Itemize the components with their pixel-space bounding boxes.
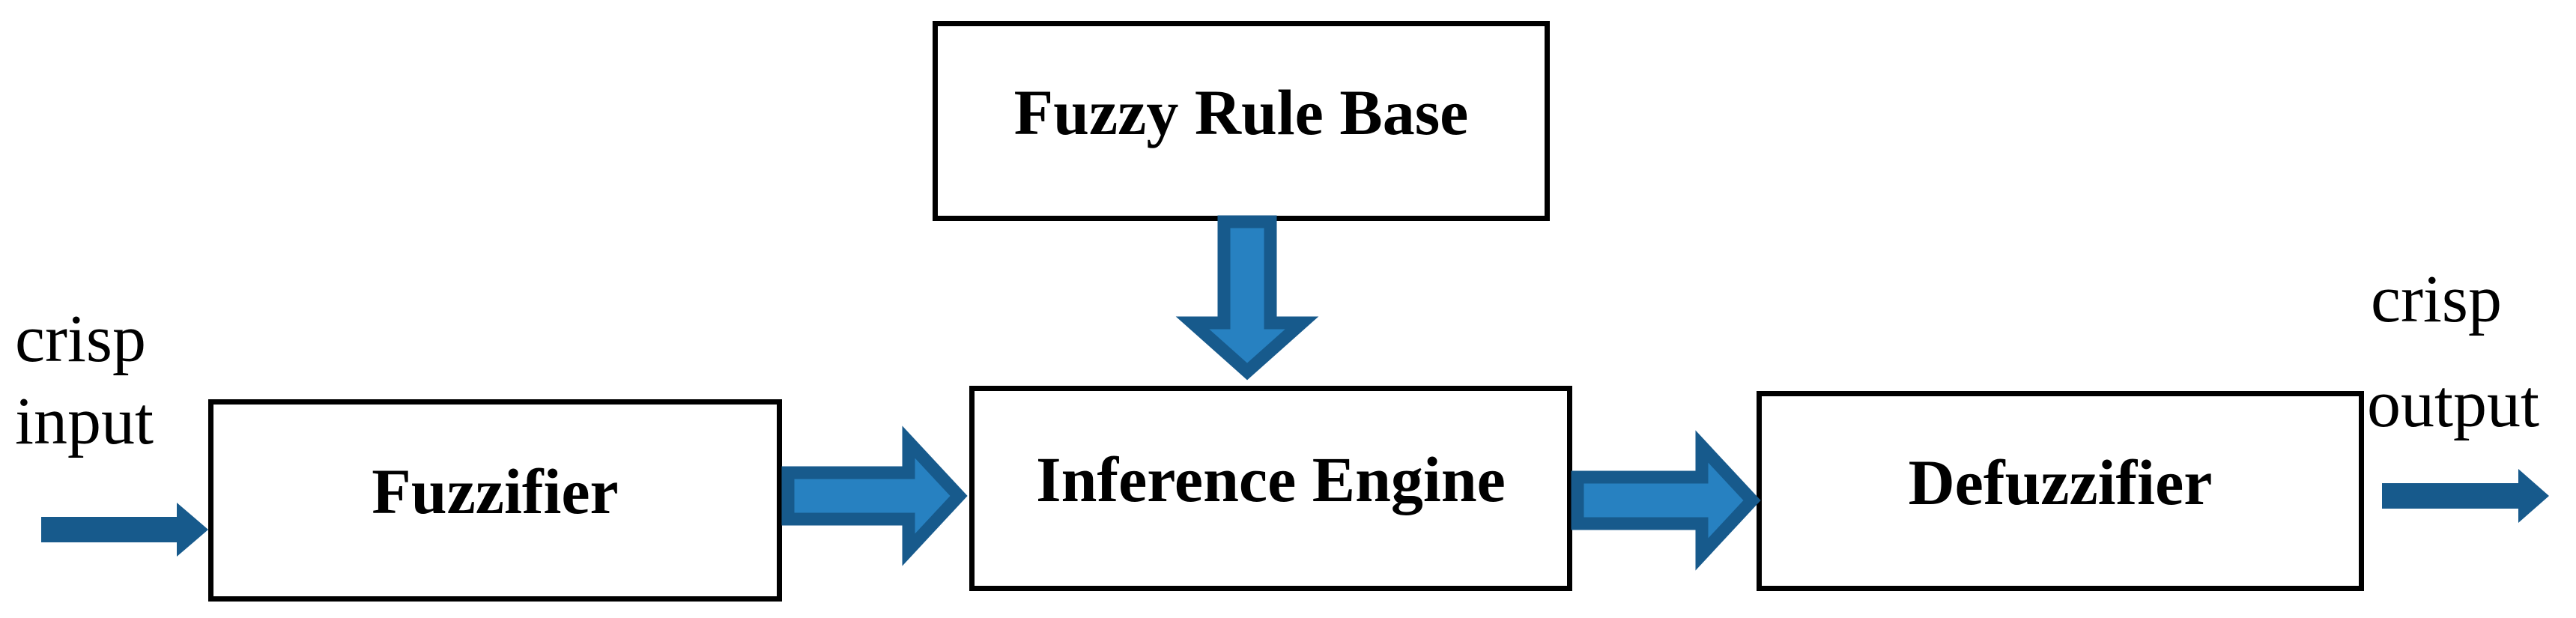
crisp-input-line2: input [15, 384, 154, 458]
crisp-output-arrow-icon [2382, 469, 2549, 523]
fuzzy-rule-base-box: Fuzzy Rule Base [933, 21, 1550, 221]
fuzzy-rule-base-label: Fuzzy Rule Base [1013, 76, 1469, 148]
crisp-output-line1: crisp [2371, 262, 2502, 336]
inference-to-defuzzifier-arrow-icon [1571, 430, 1761, 571]
fuzzifier-to-inference-arrow-icon [781, 425, 968, 566]
defuzzifier-box: Defuzzifier [1757, 391, 2364, 591]
inference-engine-label: Inference Engine [1036, 443, 1506, 515]
rulebase-to-inference-arrow-icon [1175, 215, 1319, 381]
crisp-input-line1: crisp [15, 302, 146, 376]
inference-engine-box: Inference Engine [969, 386, 1572, 591]
defuzzifier-label: Defuzzifier [1908, 446, 2213, 518]
fuzzifier-label: Fuzzifier [372, 455, 619, 527]
crisp-output-line2: output [2367, 367, 2540, 441]
crisp-input-arrow-icon [41, 503, 208, 557]
fuzzifier-box: Fuzzifier [208, 399, 782, 602]
